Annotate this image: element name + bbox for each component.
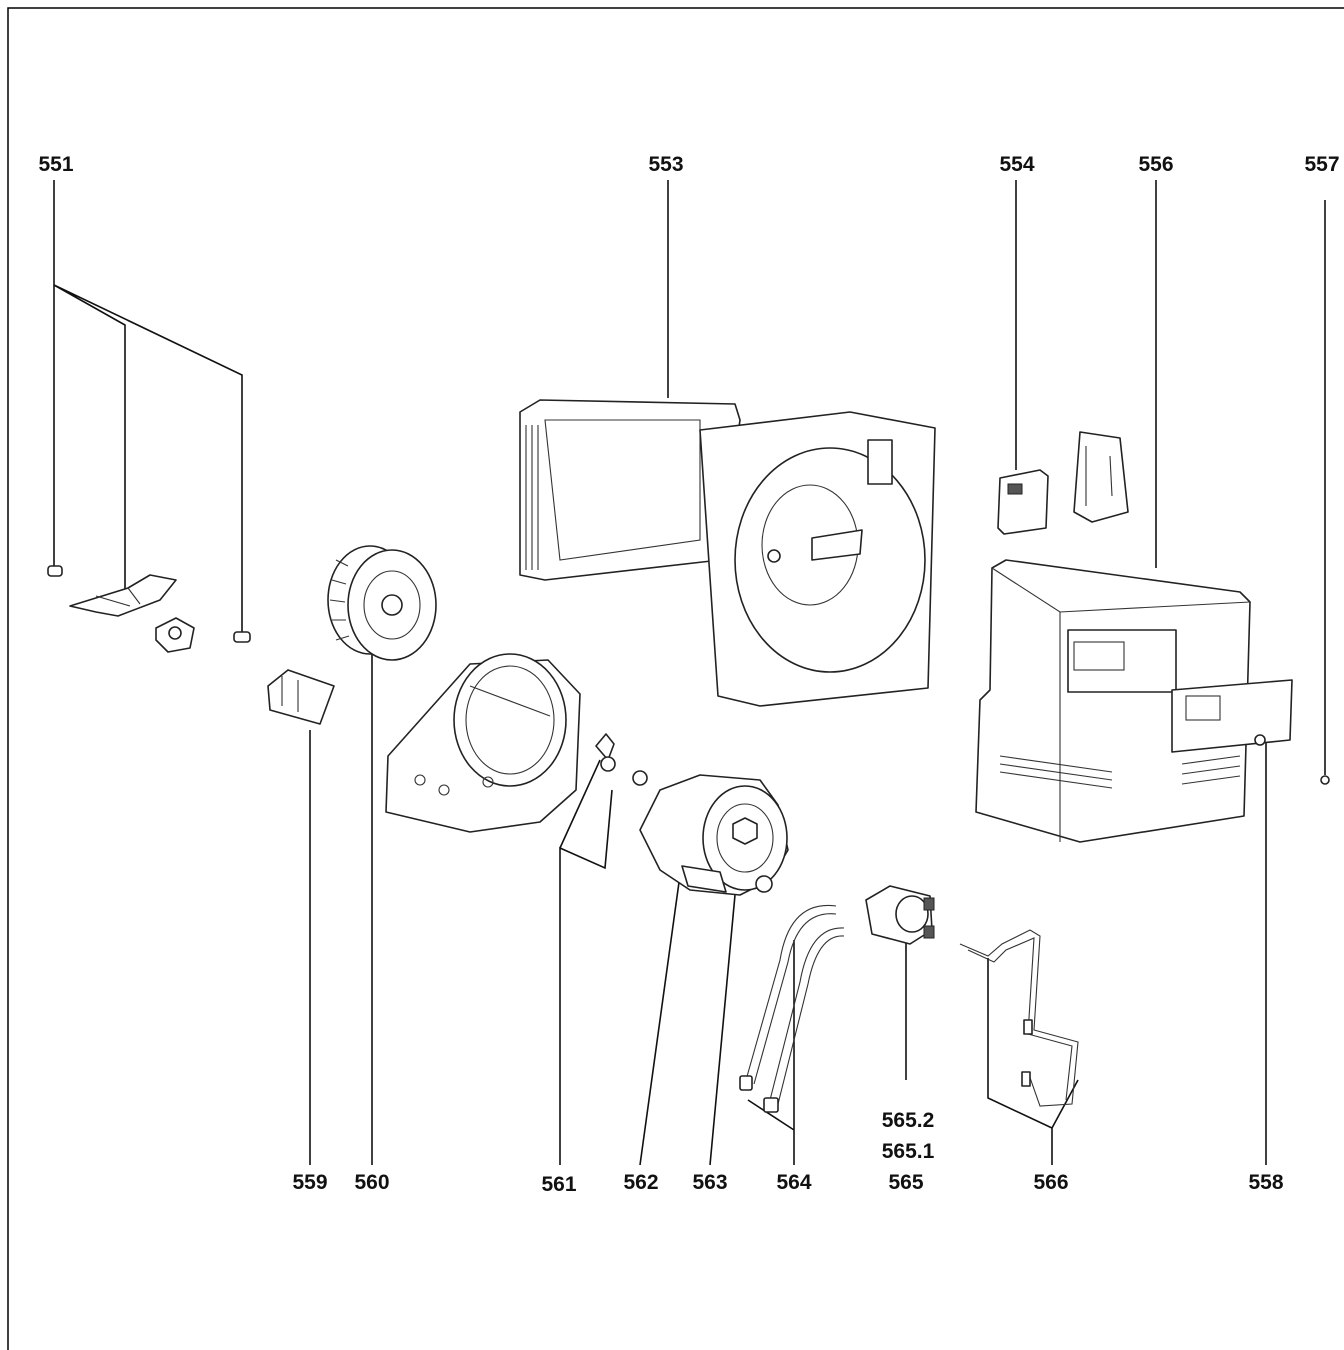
hose-lower-a (769, 927, 845, 1101)
label-559: 559 (292, 1171, 328, 1194)
part-554-control-unit (997, 431, 1129, 535)
part-551-screw (233, 631, 251, 643)
hose-upper-a (745, 904, 837, 1081)
part-556-cover (975, 559, 1251, 843)
part-553-tray-inner (544, 419, 701, 561)
part-553-scroll (734, 447, 926, 673)
part-561-plug (632, 770, 648, 786)
leader-lines (53, 180, 1326, 1166)
label-565-1: 565.1 (881, 1140, 935, 1163)
part-560-fan-wheel (327, 545, 437, 661)
leader-566 (987, 958, 1079, 1165)
label-558: 558 (1248, 1171, 1284, 1194)
motor-body-inner (716, 803, 774, 873)
part-560-hub (381, 594, 403, 616)
pump-valve-a (923, 897, 935, 911)
label-564: 564 (776, 1171, 812, 1194)
label-557: 557 (1304, 153, 1340, 176)
oil-line-fitting-a (1023, 1019, 1033, 1035)
part-556-slots (999, 755, 1241, 789)
leader-551 (53, 180, 243, 638)
pump-head (895, 895, 929, 933)
leader-564 (747, 940, 795, 1165)
part-558-panel (1171, 679, 1293, 753)
part-553-housing (519, 399, 936, 707)
label-561: 561 (541, 1173, 577, 1196)
part-562-563-motor (639, 774, 789, 896)
part-560-blades (329, 559, 350, 641)
label-554: 554 (999, 153, 1035, 176)
part-564-hoses (739, 904, 845, 1113)
motor-terminal-box (681, 865, 727, 893)
part-559-detail (281, 676, 299, 712)
oil-line-a (959, 929, 1079, 1107)
part-565-pump (865, 885, 935, 945)
label-560: 560 (354, 1171, 390, 1194)
mount-plate-hole-a (414, 774, 426, 786)
part-554-bracket (1073, 431, 1129, 523)
label-565: 565 (888, 1171, 924, 1194)
part-559-body (267, 669, 335, 725)
part-561-arm (595, 733, 615, 761)
part-556-shell (975, 559, 1251, 843)
hose-fitting-a (739, 1075, 753, 1091)
motor-mount-plate (385, 653, 581, 833)
part-554-connector (1007, 483, 1023, 495)
part-560-inner-ring (363, 570, 421, 640)
part-561-tip (600, 756, 616, 772)
part-556-window-inner (1073, 641, 1125, 671)
part-551-bracket-detail (95, 587, 141, 607)
motor-capacitor (755, 875, 773, 893)
leader-561 (559, 759, 613, 1165)
motor-shaft-nut (732, 817, 758, 845)
part-553-screw (767, 549, 781, 563)
leader-562 (639, 874, 681, 1166)
part-553-flap (811, 529, 863, 561)
part-551-bracket (69, 574, 177, 617)
part-556-edges (991, 567, 1251, 842)
part-553-vents (525, 425, 539, 570)
part-558-plate (1171, 679, 1293, 753)
part-559-filter (267, 669, 335, 725)
part-554-bracket-detail (1085, 446, 1113, 506)
mount-plate-bar (469, 685, 551, 717)
part-554-body (997, 469, 1049, 535)
hose-fitting-b (763, 1097, 779, 1113)
mount-plate-ring-inner (465, 665, 555, 775)
part-556-window (1067, 629, 1177, 693)
label-565-2: 565.2 (881, 1109, 935, 1132)
mount-plate-hole-c (482, 776, 494, 788)
label-562: 562 (623, 1171, 659, 1194)
part-558-window (1185, 695, 1221, 721)
oil-line-b (967, 937, 1073, 1101)
hose-upper-b (753, 913, 837, 1085)
label-563: 563 (692, 1171, 728, 1194)
mount-plate-ring (453, 653, 567, 787)
leader-563 (709, 894, 736, 1166)
part-557-screw (1320, 775, 1330, 785)
part-561-sensor (595, 733, 648, 786)
part-551-hub (168, 626, 182, 640)
label-553: 553 (648, 153, 684, 176)
part-558-knob (1254, 734, 1266, 746)
label-566: 566 (1033, 1171, 1069, 1194)
part-551-assembly (47, 565, 251, 653)
part-566-oil-line (959, 929, 1079, 1107)
page-frame (7, 7, 1344, 1350)
oil-line-fitting-b (1021, 1071, 1031, 1087)
label-551: 551 (38, 153, 74, 176)
hose-lower-b (777, 935, 845, 1105)
label-556: 556 (1138, 153, 1174, 176)
pump-valve-b (923, 925, 935, 939)
mount-plate-hole-b (438, 784, 450, 796)
part-553-motor-block (867, 439, 893, 485)
part-551-pin (47, 565, 63, 577)
